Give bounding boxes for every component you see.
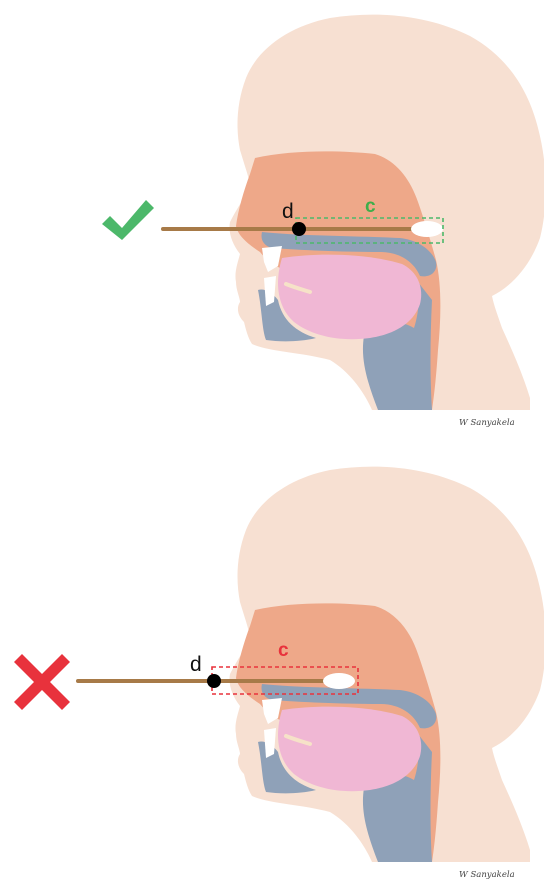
label-c: c (278, 640, 289, 661)
head-anatomy-top (229, 15, 544, 410)
label-d: d (282, 200, 294, 223)
artist-signature: W Sanyakela (459, 870, 515, 880)
check-icon (102, 200, 154, 240)
cross-icon (14, 654, 70, 710)
label-c: c (365, 196, 376, 217)
head-anatomy-bottom (229, 467, 544, 862)
panel-incorrect: d c W Sanyakela (14, 467, 544, 880)
swab-tip (323, 673, 355, 689)
depth-marker-d (292, 222, 306, 236)
swab-tip (411, 221, 443, 237)
artist-signature: W Sanyakela (459, 418, 515, 428)
label-d: d (190, 653, 202, 676)
panel-correct: d c W Sanyakela (102, 15, 544, 428)
depth-marker-d (207, 674, 221, 688)
